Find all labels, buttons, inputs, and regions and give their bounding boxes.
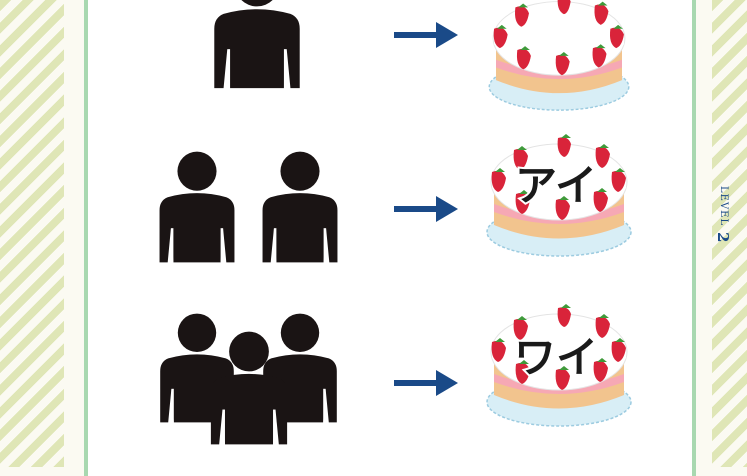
level-word: LEVEL — [718, 186, 729, 227]
level-indicator: LEVEL 2 — [712, 186, 734, 286]
cake-label: ワイ — [514, 333, 598, 382]
margin-gap-left — [64, 0, 84, 467]
cake-label: アイ — [515, 161, 597, 210]
person-icon — [210, 331, 288, 445]
level-number: 2 — [714, 232, 732, 243]
margin-gap-right — [696, 0, 712, 467]
arrow-right-icon — [394, 22, 458, 48]
person-icon — [262, 151, 338, 263]
row-three-people: ワイ — [160, 303, 632, 445]
person-icon — [214, 0, 300, 89]
person-icon — [159, 151, 235, 263]
row-one-person — [214, 0, 630, 111]
arrow-right-icon — [394, 196, 458, 222]
row-two-people: アイ — [159, 133, 632, 263]
striped-margin-right — [712, 0, 747, 467]
strawberry-cake-icon — [488, 0, 630, 111]
striped-margin-left — [0, 0, 64, 467]
arrow-right-icon — [394, 370, 458, 396]
